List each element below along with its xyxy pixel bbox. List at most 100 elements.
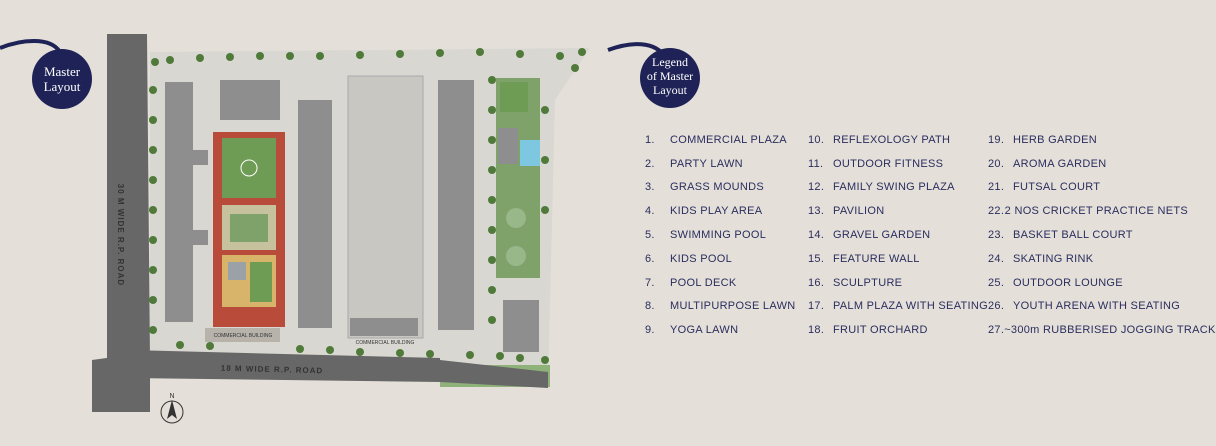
legend-item-number: 2. [645, 157, 655, 170]
basketball-court [250, 262, 272, 302]
legend-title-line: Layout [653, 83, 687, 97]
legend-item: 8.MULTIPURPOSE LAWN [645, 295, 808, 319]
legend-item: 1.COMMERCIAL PLAZA [645, 128, 808, 152]
legend-item: 7. POOL DECK [645, 271, 808, 295]
commercial-building-front [350, 318, 418, 336]
legend-item-label: PAVILION [833, 205, 885, 218]
road-18m-right [440, 360, 548, 388]
legend-item: 20. AROMA GARDEN [988, 152, 1188, 176]
parking-building [347, 75, 424, 339]
legend-item-label: BASKET BALL COURT [1013, 229, 1133, 242]
clubhouse [498, 128, 518, 164]
legend-item: 4. KIDS PLAY AREA [645, 199, 808, 223]
tower-top-left [220, 80, 280, 120]
legend-item-number: 18. [808, 324, 825, 337]
tower-block-left [165, 82, 208, 322]
legend-item: 2.PARTY LAWN [645, 152, 808, 176]
legend-item: 9.YOGA LAWN [645, 318, 808, 342]
legend-item-label: ~300m RUBBERISED JOGGING TRACK [1004, 324, 1216, 337]
legend-item: 6.KIDS POOL [645, 247, 808, 271]
legend-item: 22.2 NOS CRICKET PRACTICE NETS [988, 199, 1188, 223]
legend-item-number: 15. [808, 252, 825, 265]
legend-item: 23. BASKET BALL COURT [988, 223, 1188, 247]
top-right-lawn [500, 82, 528, 112]
legend-item-label: AROMA GARDEN [1013, 157, 1107, 170]
legend-badge [607, 42, 700, 108]
commercial-building-right [503, 300, 539, 352]
legend-item-label: YOUTH ARENA WITH SEATING [1013, 300, 1181, 313]
legend-item-label: SWIMMING POOL [670, 229, 767, 242]
legend-item-number: 4. [645, 205, 655, 218]
legend-item-number: 7. [645, 276, 655, 289]
legend-item: 18. FRUIT ORCHARD [808, 318, 988, 342]
legend-item-number: 16. [808, 276, 825, 289]
legend-item-label: MULTIPURPOSE LAWN [670, 300, 796, 313]
legend-item: 13. PAVILION [808, 199, 988, 223]
legend-item-number: 24. [988, 252, 1005, 265]
legend-item-number: 27. [988, 324, 1005, 337]
legend-item-label: OUTDOOR FITNESS [833, 157, 944, 170]
legend-item-number: 23. [988, 229, 1005, 242]
legend-item: 3.GRASS MOUNDS [645, 176, 808, 200]
legend-item-label: KIDS PLAY AREA [670, 205, 763, 218]
legend-title-line: Legend [652, 55, 688, 69]
legend-item-number: 9. [645, 324, 655, 337]
legend-item-number: 13. [808, 205, 825, 218]
master-layout-title-line: Master [43, 64, 81, 79]
road-30m [92, 34, 150, 412]
legend-item-label: FAMILY SWING PLAZA [833, 181, 955, 194]
yoga-lawn [230, 214, 268, 242]
legend-item-number: 17. [808, 300, 825, 313]
legend-item: 19.HERB GARDEN [988, 128, 1188, 152]
tower-right [438, 80, 474, 330]
legend-item: 25. OUTDOOR LOUNGE [988, 271, 1188, 295]
legend-item-label: GRASS MOUNDS [670, 181, 765, 194]
legend-item-label: FRUIT ORCHARD [833, 324, 928, 337]
legend-item-number: 1. [645, 133, 655, 146]
legend-item: 5. SWIMMING POOL [645, 223, 808, 247]
legend-item-label: FEATURE WALL [833, 252, 920, 265]
legend-title-line: of Master [646, 69, 694, 83]
road-30m-label: 30 M WIDE R.P. ROAD [116, 184, 125, 286]
skating-rink [228, 262, 246, 280]
palm-plaza [506, 208, 526, 228]
master-layout-badge [0, 39, 92, 109]
master-layout-title: Master Layout [32, 64, 92, 94]
legend-item-label: GRAVEL GARDEN [833, 229, 931, 242]
legend-item: 16. SCULPTURE [808, 271, 988, 295]
road-18m-label: 18 M WIDE R.P. ROAD [221, 364, 324, 376]
legend-item: 26.YOUTH ARENA WITH SEATING [988, 295, 1188, 319]
legend-item: 14. GRAVEL GARDEN [808, 223, 988, 247]
legend-item: 27.~300m RUBBERISED JOGGING TRACK [988, 318, 1215, 342]
legend-item: 11. OUTDOOR FITNESS [808, 152, 988, 176]
legend-item-number: 5. [645, 229, 655, 242]
legend-item-label: SCULPTURE [833, 276, 903, 289]
legend-item-label: OUTDOOR LOUNGE [1013, 276, 1123, 289]
legend-item-number: 21. [988, 181, 1005, 194]
legend-item-label: POOL DECK [670, 276, 737, 289]
legend-item-number: 12. [808, 181, 825, 194]
legend-item-number: 11. [808, 157, 824, 170]
legend-column: 10.REFLEXOLOGY PATH 11. OUTDOOR FITNESS 12.… [808, 128, 988, 342]
tower-middle [298, 100, 332, 328]
swimming-pool [520, 140, 540, 166]
legend-item: 24.SKATING RINK [988, 247, 1188, 271]
road-18m [130, 350, 440, 382]
legend-item-label: KIDS POOL [670, 252, 732, 265]
legend-item-number: 20. [988, 157, 1005, 170]
legend-item-number: 14. [808, 229, 825, 242]
legend-item-number: 19. [988, 133, 1005, 146]
legend-item-number: 25. [988, 276, 1005, 289]
legend-item: 17. PALM PLAZA WITH SEATING [808, 295, 988, 319]
legend-item-label: PALM PLAZA WITH SEATING [832, 300, 988, 313]
svg-text:N: N [169, 393, 174, 400]
party-lawn [222, 138, 276, 198]
legend-item: 10.REFLEXOLOGY PATH [808, 128, 988, 152]
commercial-building-label-2: COMMERCIAL BUILDING [356, 340, 415, 346]
north-compass: N [160, 393, 184, 424]
commercial-building-bottom [205, 328, 280, 342]
